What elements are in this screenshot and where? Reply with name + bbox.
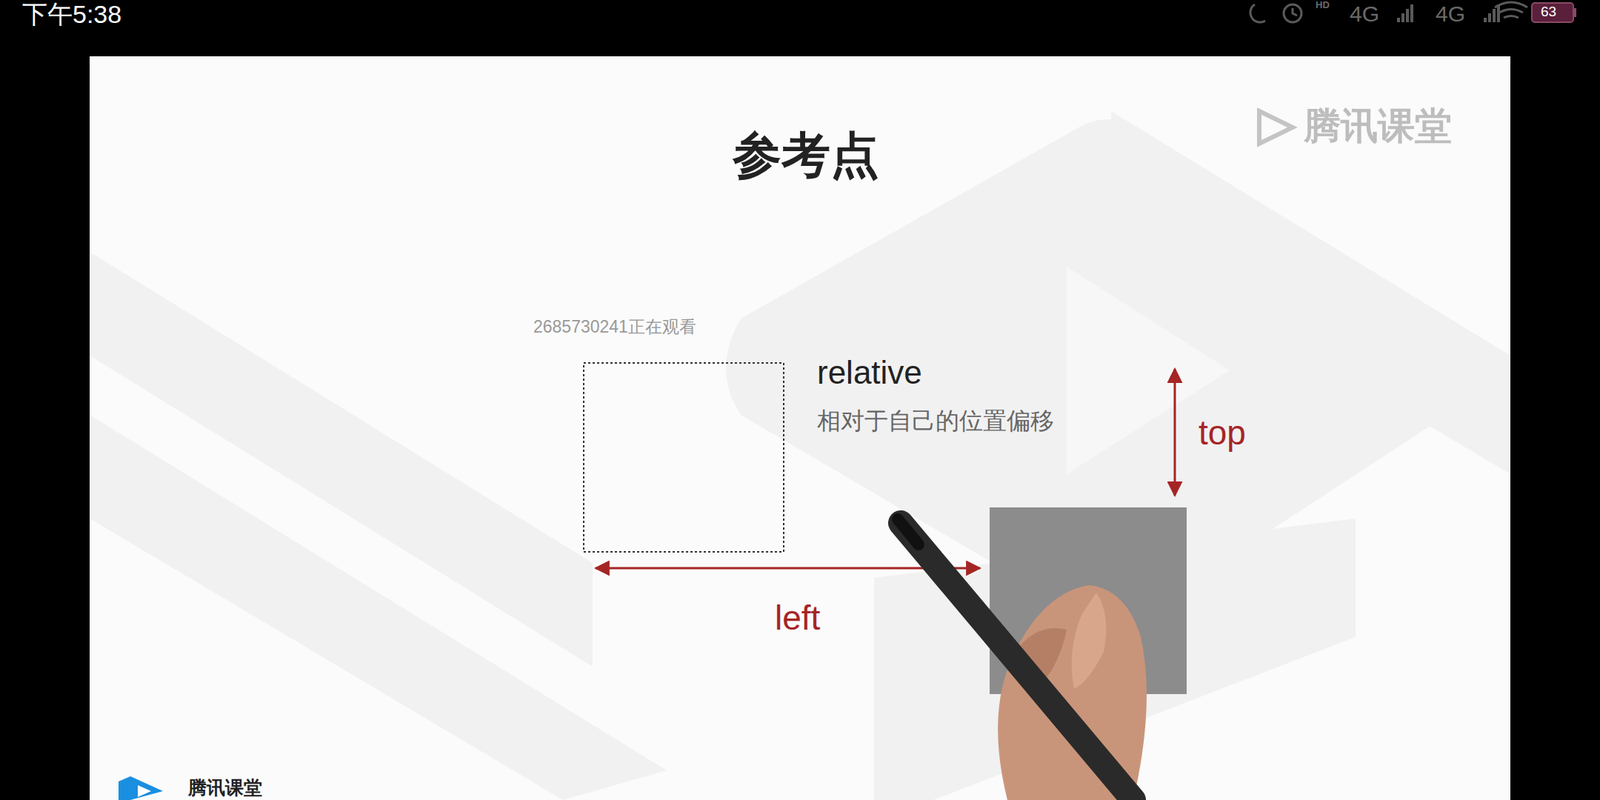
mode-name: relative	[817, 354, 923, 392]
status-icons	[1250, 2, 1528, 23]
battery-icon	[1531, 2, 1574, 23]
logo-text: 腾讯课堂	[188, 777, 263, 799]
network-badge: HD	[1315, 0, 1330, 12]
logo-icon	[118, 776, 163, 800]
slide-background	[89, 56, 1511, 800]
battery-level: 63	[1540, 3, 1557, 20]
network-type: 4G	[1349, 1, 1380, 28]
mode-description: 相对于自己的位置偏移	[817, 407, 1055, 435]
viewer-note: 2685730241正在观看	[533, 317, 697, 337]
drawing-hand	[897, 519, 1147, 800]
top-dimension-arrow	[1174, 368, 1177, 496]
slide-title: 参考点	[732, 127, 880, 184]
network-type: 4G	[1435, 1, 1466, 28]
watermark: 腾讯课堂	[1303, 105, 1452, 149]
dimension-label: top	[1198, 413, 1246, 453]
background-pattern	[89, 111, 1511, 800]
watermark-icon	[1259, 111, 1293, 144]
dimension-label: left	[774, 598, 820, 638]
status-time: 下午5:38	[22, 0, 122, 29]
original-position-box	[583, 362, 784, 552]
